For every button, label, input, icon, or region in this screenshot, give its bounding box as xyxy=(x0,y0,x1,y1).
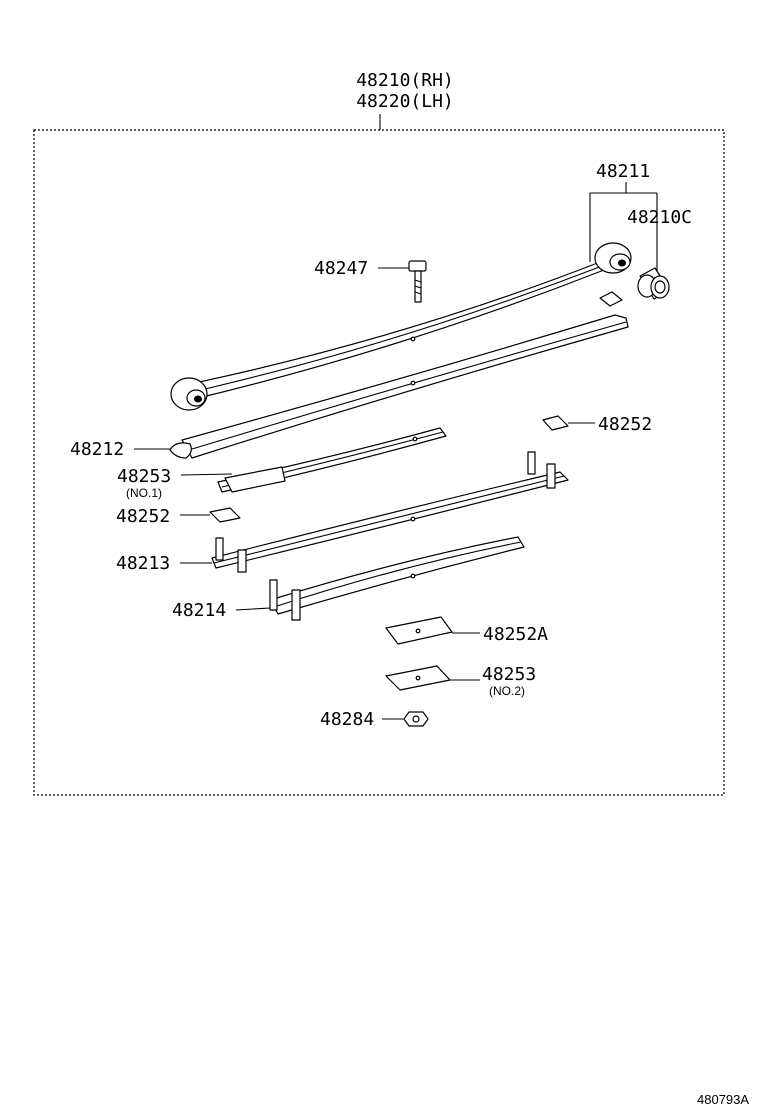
pad-48252-left xyxy=(209,507,241,523)
assembly-label-rh: 48210(RH) xyxy=(356,70,454,91)
label-48252a: 48252A xyxy=(483,624,548,645)
leader-48211 xyxy=(589,182,658,272)
leaf-48214 xyxy=(269,536,525,621)
label-48212: 48212 xyxy=(70,439,124,460)
leaf-48212 xyxy=(169,314,629,459)
assembly-frame xyxy=(33,129,725,796)
label-48213: 48213 xyxy=(116,553,170,574)
nut-48284 xyxy=(403,711,429,727)
diagram-reference-code: 480793A xyxy=(697,1092,749,1107)
pad-48252a-hole xyxy=(415,628,421,634)
assembly-label-lh: 48220(LH) xyxy=(356,91,454,112)
bolt-48247 xyxy=(408,260,427,303)
label-48252-top: 48252 xyxy=(598,414,652,435)
bushing-48210c xyxy=(637,267,670,300)
main-leaf-48211 xyxy=(170,242,632,411)
leader-48214 xyxy=(235,607,271,611)
leaf-48213 xyxy=(211,451,569,573)
label-48252-left: 48252 xyxy=(116,506,170,527)
small-pad xyxy=(599,291,623,307)
label-48247: 48247 xyxy=(314,258,368,279)
leaf-48253-no1 xyxy=(217,427,447,493)
pad-48252-right xyxy=(542,415,569,431)
label-48253-no1: 48253 xyxy=(117,466,171,487)
label-48210c: 48210C xyxy=(627,207,692,228)
leader-48253-no1 xyxy=(180,473,233,476)
label-48284: 48284 xyxy=(320,709,374,730)
pad-48253-no2-hole xyxy=(415,675,421,681)
label-48211: 48211 xyxy=(596,161,650,182)
label-48253-no2: 48253 xyxy=(482,664,536,685)
label-48253-no2-note: (NO.2) xyxy=(489,684,525,698)
label-48253-no1-note: (NO.1) xyxy=(126,486,162,500)
label-48214: 48214 xyxy=(172,600,226,621)
